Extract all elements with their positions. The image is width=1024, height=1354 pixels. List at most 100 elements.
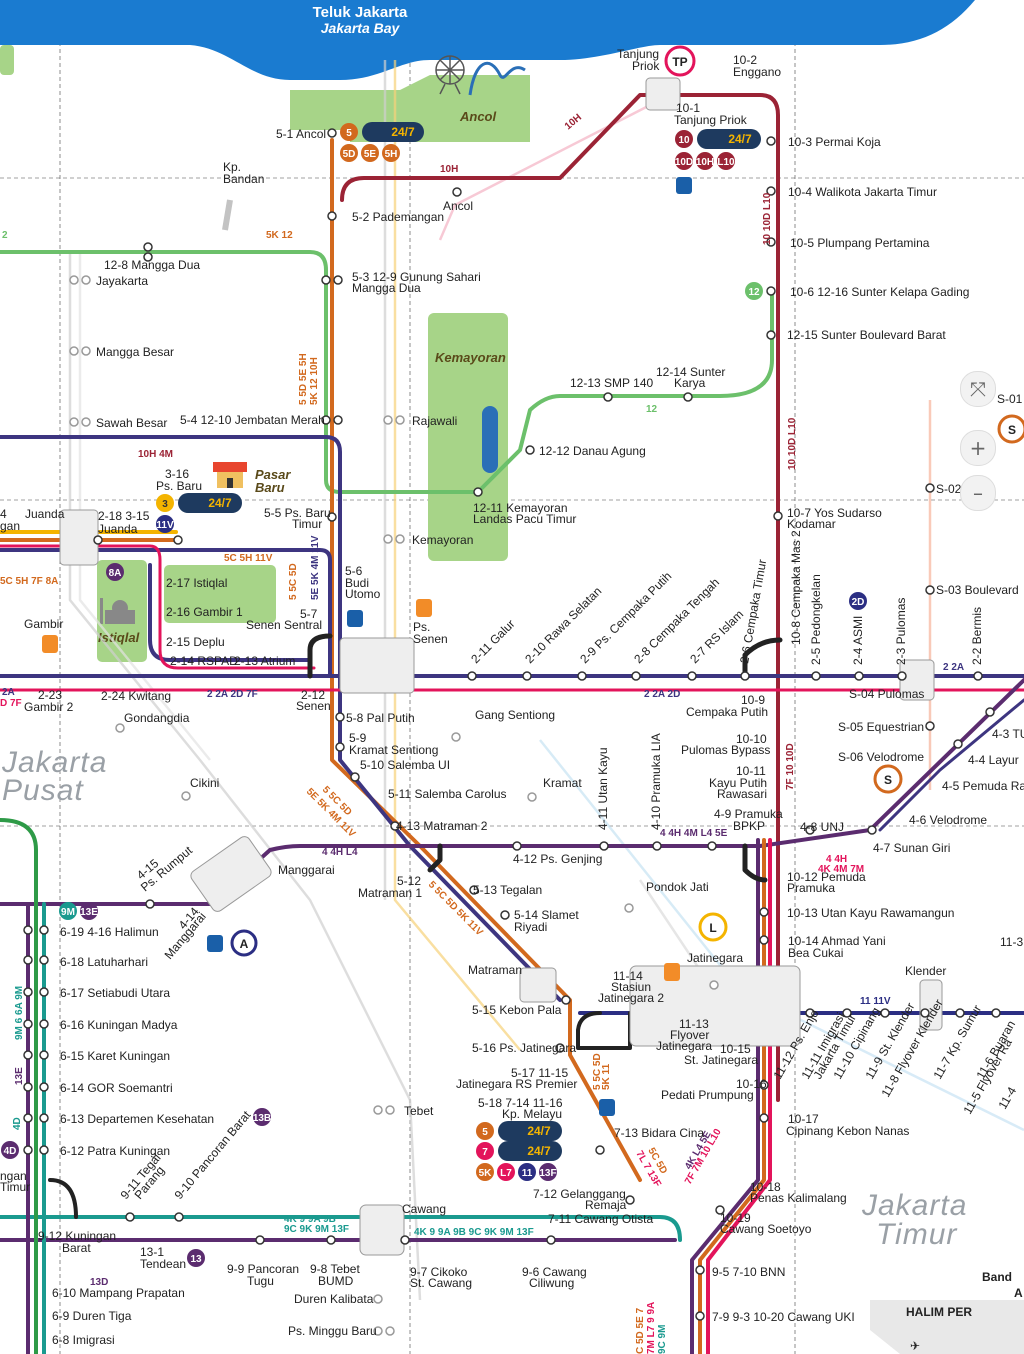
station-label: Tendean bbox=[140, 1257, 186, 1271]
station-label: 2-12 bbox=[301, 688, 325, 702]
station-label: 5-6 bbox=[345, 564, 363, 578]
svg-text:5K 12 10H: 5K 12 10H bbox=[309, 357, 320, 405]
svg-text:24/7: 24/7 bbox=[208, 496, 232, 510]
station-label: 5-8 Pal Putih bbox=[346, 711, 415, 725]
kemayoran-lake bbox=[482, 406, 498, 473]
svg-text:3: 3 bbox=[162, 499, 168, 510]
kemayoran-park-label: Kemayoran bbox=[435, 350, 506, 365]
svg-text:5K: 5K bbox=[479, 1168, 493, 1179]
station-label: Landas Pacu Timur bbox=[473, 512, 576, 526]
station-label: 9-6 Cawang bbox=[522, 1265, 587, 1279]
svg-text:4 4H L4: 4 4H L4 bbox=[322, 847, 358, 858]
station-label: Priok bbox=[632, 59, 660, 73]
station-label: gan bbox=[0, 519, 20, 533]
svg-text:5E: 5E bbox=[364, 149, 377, 160]
svg-text:5: 5 bbox=[482, 1127, 488, 1138]
station-label: 10-14 Ahmad Yani bbox=[788, 934, 886, 948]
svg-text:4K 4M 7M: 4K 4M 7M bbox=[818, 864, 864, 875]
station-label: Matraman 1 bbox=[358, 886, 422, 900]
station-label: Rajawali bbox=[412, 414, 457, 428]
svg-text:10: 10 bbox=[678, 135, 690, 146]
interchange-areas bbox=[59, 77, 943, 1256]
svg-text:2: 2 bbox=[2, 230, 8, 241]
zoom-in-button[interactable]: + bbox=[960, 430, 996, 466]
svg-text:24/7: 24/7 bbox=[728, 132, 752, 146]
station-label: 4-7 Sunan Giri bbox=[873, 841, 950, 855]
svg-text:24/7: 24/7 bbox=[391, 125, 415, 139]
station-label: 7-13 Bidara Cina bbox=[614, 1126, 704, 1140]
station-label: Jatinegara bbox=[656, 1039, 712, 1053]
svg-text:D 7F: D 7F bbox=[0, 698, 22, 709]
fit-view-button[interactable]: ⤧ bbox=[960, 371, 996, 407]
station-label: Cawang bbox=[402, 1202, 446, 1216]
station-label: S-03 Boulevard bbox=[936, 583, 1019, 597]
station-label: 4-9 Pramuka bbox=[714, 807, 783, 821]
svg-text:S: S bbox=[884, 773, 892, 787]
station-label: 6-14 GOR Soemantri bbox=[60, 1081, 173, 1095]
station-label: Jayakarta bbox=[96, 274, 148, 288]
station-label: 5-7 bbox=[300, 607, 318, 621]
merdeka-park bbox=[164, 565, 276, 623]
svg-text:5C 5H 7F 8A: 5C 5H 7F 8A bbox=[0, 576, 58, 587]
hub-a[interactable]: A bbox=[230, 929, 258, 957]
svg-text:2D: 2D bbox=[852, 597, 865, 608]
zoom-out-button[interactable]: – bbox=[960, 475, 996, 511]
svg-text:TP: TP bbox=[672, 55, 687, 69]
rollercoaster-icon bbox=[468, 62, 526, 96]
bus-icon bbox=[207, 177, 692, 1116]
station-label: Rawasari bbox=[717, 787, 767, 801]
station-label: 10-3 Permai Koja bbox=[788, 135, 881, 149]
station-label: S-02 bbox=[936, 482, 962, 496]
svg-text:10 10D L10: 10 10D L10 bbox=[762, 192, 773, 245]
station-label: Gondangdia bbox=[124, 711, 190, 725]
svg-text:7M L7 9 9A: 7M L7 9 9A bbox=[646, 1302, 657, 1354]
station-label: 5-12 bbox=[397, 874, 421, 888]
hub-s[interactable]: S bbox=[873, 764, 903, 794]
station-label: Karya bbox=[674, 376, 706, 390]
svg-text:13B: 13B bbox=[253, 1113, 271, 1124]
svg-text:4D: 4D bbox=[4, 1146, 17, 1157]
station-label: BUMD bbox=[318, 1274, 354, 1288]
krl-stations bbox=[69, 275, 719, 1336]
station-label: 10-2 bbox=[733, 53, 757, 67]
station-label: Kramat Sentiong bbox=[349, 743, 438, 757]
svg-text:Band: Band bbox=[982, 1270, 1012, 1284]
station-label: Cempaka Putih bbox=[686, 705, 768, 719]
station-label: 10-10 bbox=[736, 732, 767, 746]
hub-s-east[interactable]: S bbox=[997, 414, 1024, 444]
station-label: 4-13 Matraman 2 bbox=[396, 819, 488, 833]
station-label: 5-18 7-14 11-16 bbox=[478, 1096, 563, 1110]
station-label: 4-6 Velodrome bbox=[909, 813, 987, 827]
svg-text:7F 10 10D: 7F 10 10D bbox=[785, 743, 796, 790]
svg-text:A: A bbox=[240, 937, 249, 951]
station-label: 5-16 Ps. Jatinegara bbox=[472, 1041, 576, 1055]
station-label: 2-11 Galur bbox=[468, 617, 517, 666]
svg-text:2 2A: 2 2A bbox=[943, 662, 964, 673]
hub-tp[interactable]: TP bbox=[664, 45, 696, 77]
svg-text:10H: 10H bbox=[440, 164, 458, 175]
station-label: 10-9 bbox=[741, 693, 765, 707]
station-label: Tugu bbox=[247, 1274, 274, 1288]
ferris-wheel-icon bbox=[435, 55, 465, 95]
station-label: 2-15 Deplu bbox=[166, 635, 225, 649]
station-label: Budi bbox=[345, 576, 369, 590]
station-label: Remaja bbox=[585, 1198, 627, 1212]
station-label: S-04 Pulomas bbox=[849, 687, 924, 701]
station-label: 4 bbox=[0, 507, 7, 521]
station-label: Jatinegara 2 bbox=[598, 991, 664, 1005]
station-label: 7-11 Cawang Otista bbox=[548, 1212, 653, 1226]
station-label: 5-13 Tegalan bbox=[473, 883, 542, 897]
svg-text:11: 11 bbox=[522, 1168, 533, 1179]
svg-text:13E: 13E bbox=[14, 1067, 25, 1085]
station-label: 2-4 ASMI bbox=[851, 616, 865, 665]
svg-text:2A: 2A bbox=[2, 687, 15, 698]
svg-text:11V: 11V bbox=[156, 520, 174, 531]
station-label: 10-5 Plumpang Pertamina bbox=[790, 236, 930, 250]
station-label: Enggano bbox=[733, 65, 781, 79]
station-label: 5-5 Ps. Baru bbox=[264, 506, 331, 520]
station-label: Matraman bbox=[468, 963, 522, 977]
svg-text:8A: 8A bbox=[109, 568, 122, 579]
station-label: 2-5 Pedongkelan bbox=[809, 574, 823, 665]
hub-l[interactable]: L bbox=[698, 912, 728, 942]
